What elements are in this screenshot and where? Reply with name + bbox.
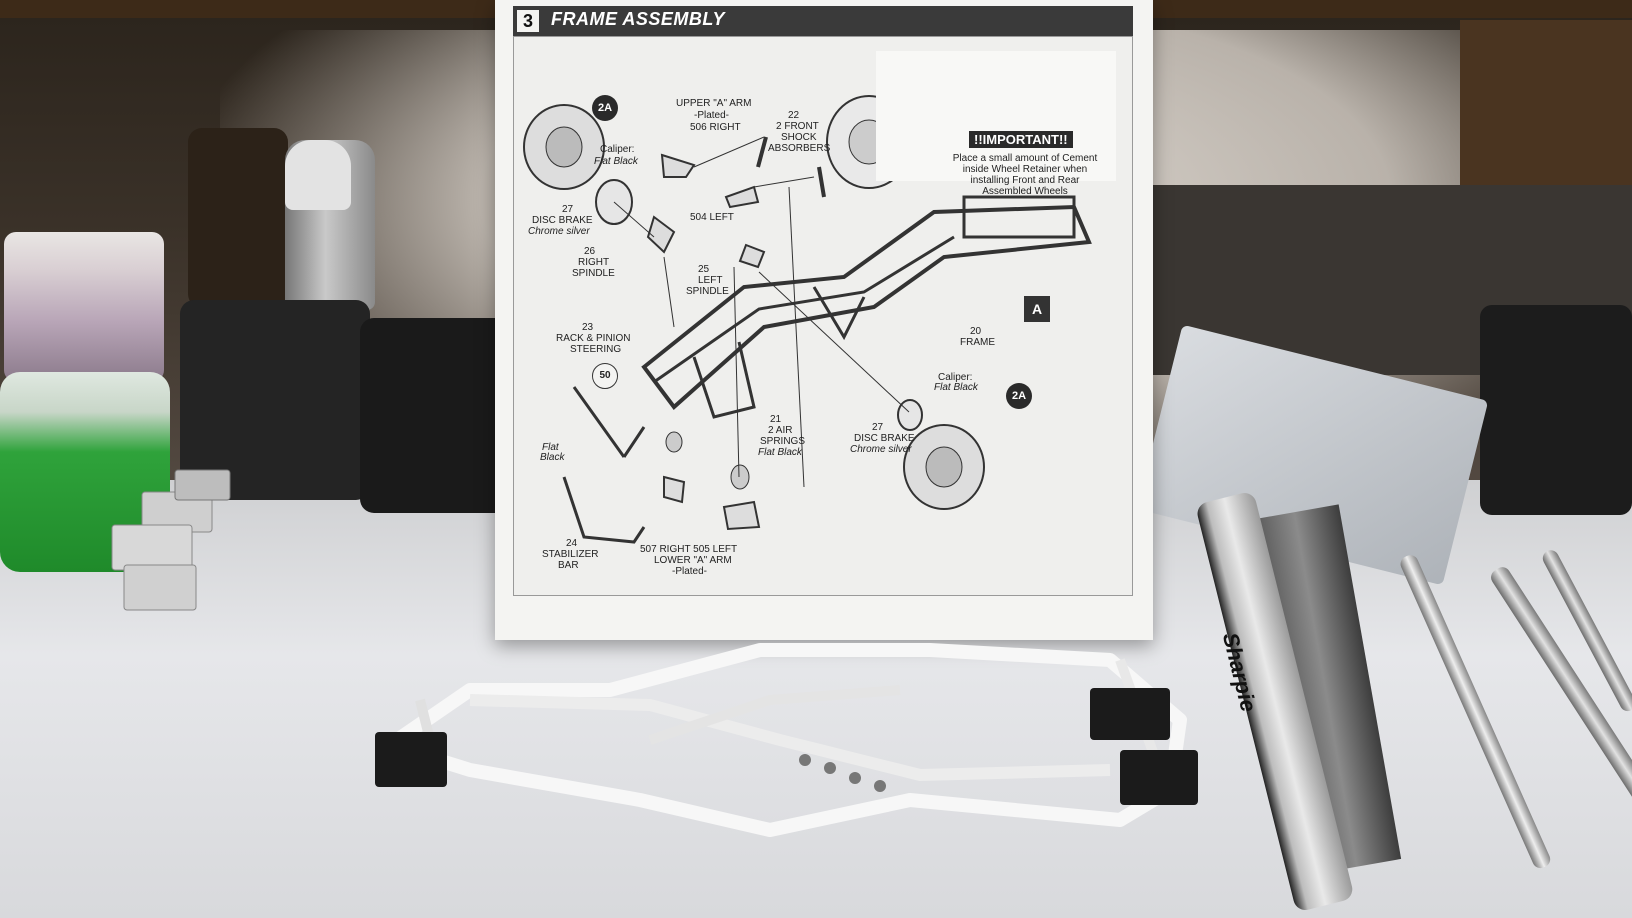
upper-a-arm-plated: -Plated- xyxy=(694,110,730,121)
disc-brake-color-front: Chrome silver xyxy=(528,226,590,237)
important-note-panel xyxy=(876,51,1116,181)
glitter-jar xyxy=(4,232,164,382)
important-title: !!IMPORTANT!! xyxy=(969,131,1073,148)
steering-callout: 50 xyxy=(592,363,618,389)
instruction-sheet: 3 FRAME ASSEMBLY xyxy=(495,0,1153,640)
left-spindle-label-1: LEFT xyxy=(698,275,723,286)
caliper-color-rear: Flat Black xyxy=(934,382,978,393)
disc-brake-label-front: DISC BRAKE xyxy=(532,215,593,226)
tool-cup xyxy=(1480,305,1632,515)
rack-label-2: STEERING xyxy=(570,344,622,355)
caliper-label-front: Caliper: xyxy=(600,144,635,155)
stabilizer-color-1: Flat xyxy=(542,442,559,453)
air-spring-color: Flat Black xyxy=(758,447,802,458)
stabilizer-number: 24 xyxy=(566,538,578,549)
step-number: 3 xyxy=(517,10,539,32)
disc-brake-number-front: 27 xyxy=(562,204,574,215)
step-title: FRAME ASSEMBLY xyxy=(551,9,726,29)
important-text: Place a small amount of Cement inside Wh… xyxy=(952,153,1098,197)
rack-number: 23 xyxy=(582,322,594,333)
frame-label: FRAME xyxy=(960,337,995,348)
frame-number: 20 xyxy=(970,326,982,337)
disc-brake-number-rear: 27 xyxy=(872,422,884,433)
air-spring-label-1: 2 AIR xyxy=(768,425,793,436)
lower-a-arm-label-1: 507 RIGHT 505 LEFT xyxy=(640,544,738,555)
shock-label-1: 2 FRONT xyxy=(776,121,819,132)
right-spindle-number: 26 xyxy=(584,246,596,257)
stabilizer-label-1: STABILIZER xyxy=(542,549,599,560)
stabilizer-label-2: BAR xyxy=(558,560,579,571)
frame-tag-a: A xyxy=(1024,296,1050,322)
caliper-label-rear: Caliper: xyxy=(938,372,973,383)
wheel-callout-rear: 2A xyxy=(1006,383,1032,409)
stabilizer-color-2: Black xyxy=(540,452,565,463)
upper-a-arm-label: UPPER "A" ARM xyxy=(676,98,752,109)
upper-a-arm-right: 506 RIGHT xyxy=(690,122,741,133)
disc-brake-color-rear: Chrome silver xyxy=(850,444,912,455)
left-spindle-label-2: SPINDLE xyxy=(686,286,729,297)
right-spindle-label-2: SPINDLE xyxy=(572,268,615,279)
caliper-color-front: Flat Black xyxy=(594,156,638,167)
rack-label-1: RACK & PINION xyxy=(556,333,631,344)
shock-label-2: SHOCK xyxy=(781,132,817,143)
paint-bottle xyxy=(188,128,288,308)
shock-number: 22 xyxy=(788,110,800,121)
air-spring-label-2: SPRINGS xyxy=(760,436,806,447)
shock-label-3: ABSORBERS xyxy=(768,143,831,154)
black-cup xyxy=(180,300,370,500)
disc-brake-label-rear: DISC BRAKE xyxy=(854,433,915,444)
lower-a-arm-label-3: -Plated- xyxy=(672,566,708,577)
assembly-diagram: !!IMPORTANT!! Place a small amount of Ce… xyxy=(513,36,1133,596)
right-spindle-label-1: RIGHT xyxy=(578,257,610,268)
left-a-arm-label: 504 LEFT xyxy=(690,212,734,223)
step-header: 3 FRAME ASSEMBLY xyxy=(513,6,1133,36)
lower-a-arm-label-2: LOWER "A" ARM xyxy=(654,555,732,566)
air-spring-number: 21 xyxy=(770,414,782,425)
spray-can-cap xyxy=(285,140,351,210)
wheel-callout-front: 2A xyxy=(592,95,618,121)
left-spindle-number: 25 xyxy=(698,264,710,275)
frame-line-art xyxy=(523,95,1092,544)
